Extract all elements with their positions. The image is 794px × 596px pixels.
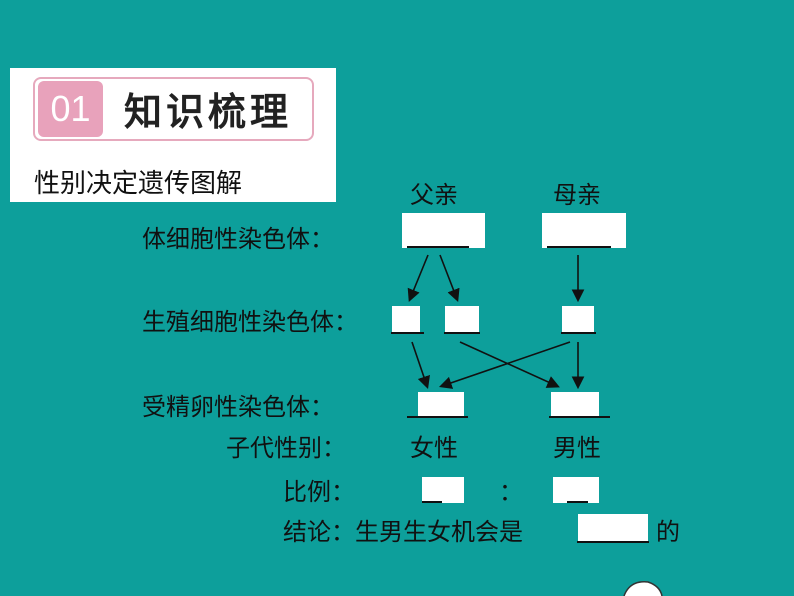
section-title: 知识梳理 [124,89,293,134]
father-somatic-underline [407,246,469,248]
conclusion-blank[interactable] [578,514,648,542]
father-somatic-blank[interactable] [402,213,485,248]
arrow-father-to-sperm-1 [407,254,429,302]
father-label: 父亲 [410,181,458,209]
conclusion-underline [577,541,649,543]
zygote-male-underline [549,416,610,418]
zygote-female-blank[interactable] [418,392,464,418]
ratio-female-blank[interactable] [422,477,464,503]
somatic-label: 体细胞性染色体： [142,225,334,253]
male-label: 男性 [553,434,601,462]
germ-cell-label: 生殖细胞性染色体： [142,308,358,336]
arrow-sperm-2-to-male [459,341,560,388]
ratio-female-underline [422,501,442,503]
mascot-head-partial [623,581,663,596]
ratio-separator: ： [499,478,523,506]
arrow-sperm-1-to-female [411,341,430,390]
mother-somatic-underline [547,246,611,248]
offspring-sex-label: 子代性别： [226,434,346,462]
conclusion-label: 结论：生男生女机会是 [283,518,523,546]
ratio-male-underline [567,501,588,503]
egg-blank[interactable] [562,306,594,334]
ratio-label: 比例： [283,478,355,506]
section-number-badge: 01 [38,81,103,137]
arrow-egg-to-female [438,341,571,389]
ratio-male-blank[interactable] [553,477,599,503]
mother-label: 母亲 [553,181,601,209]
sperm-2-underline [444,332,480,334]
sperm-1-underline [391,332,424,334]
female-label: 女性 [410,434,458,462]
zygote-male-blank[interactable] [551,392,599,418]
zygote-female-underline [407,416,468,418]
diagram-subtitle: 性别决定遗传图解 [34,169,243,199]
arrow-father-to-sperm-2 [439,254,460,302]
mother-somatic-blank[interactable] [542,213,626,248]
zygote-label: 受精卵性染色体： [142,393,334,421]
conclusion-end: 的 [656,518,680,546]
sperm-1-blank[interactable] [392,306,420,334]
sperm-2-blank[interactable] [445,306,479,334]
egg-underline [561,332,596,334]
